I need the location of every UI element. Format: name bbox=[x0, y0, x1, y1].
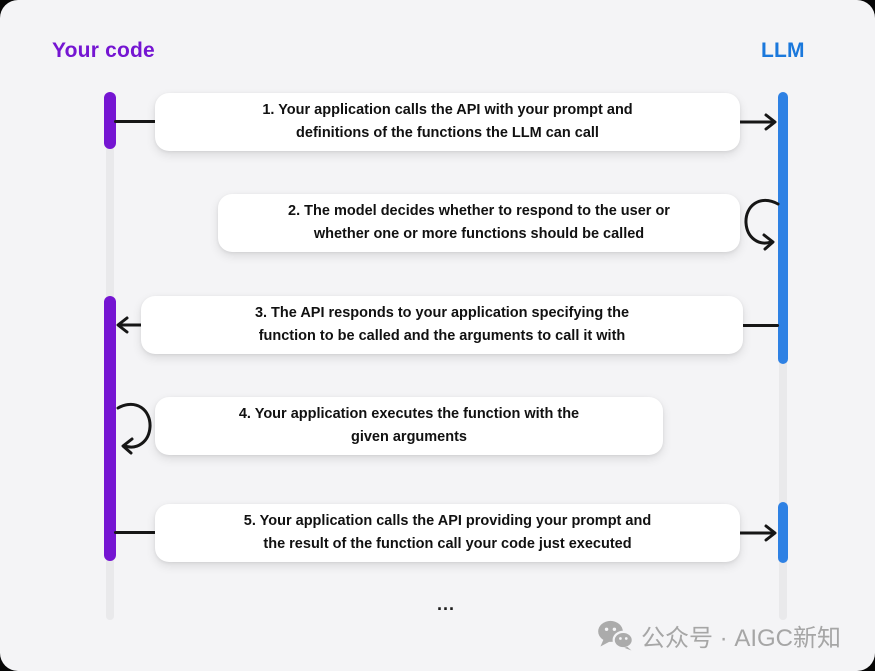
step1-arrow-right-icon bbox=[740, 113, 777, 131]
step2-self-loop-arrow-icon bbox=[744, 198, 780, 251]
llm-label: LLM bbox=[761, 39, 805, 62]
step-box-4: 4. Your application executes the functio… bbox=[155, 397, 663, 455]
continuation-ellipsis: ... bbox=[437, 594, 456, 614]
step5-tail-line bbox=[114, 531, 156, 534]
watermark-text: 公众号 · AIGC新知 bbox=[641, 625, 842, 652]
step-box-3: 3. The API responds to your application … bbox=[141, 296, 743, 354]
step-box-2: 2. The model decides whether to respond … bbox=[218, 194, 740, 252]
wechat-icon bbox=[598, 620, 634, 651]
llm-activation-bar-1 bbox=[778, 92, 788, 364]
step5-arrow-right-icon bbox=[740, 524, 777, 542]
your-code-label: Your code bbox=[52, 39, 155, 62]
your-code-activation-bar-1 bbox=[104, 92, 116, 149]
step-box-1: 1. Your application calls the API with y… bbox=[155, 93, 740, 151]
llm-activation-bar-2 bbox=[778, 502, 788, 563]
step1-tail-line bbox=[114, 120, 156, 123]
step3-arrow-left-icon bbox=[116, 316, 144, 334]
watermark: 公众号 · AIGC新知 bbox=[597, 618, 841, 653]
your-code-activation-bar-2 bbox=[104, 296, 116, 561]
step4-self-loop-arrow-icon bbox=[116, 402, 152, 455]
step-box-5: 5. Your application calls the API provid… bbox=[155, 504, 740, 562]
step3-tail-line bbox=[742, 324, 779, 327]
